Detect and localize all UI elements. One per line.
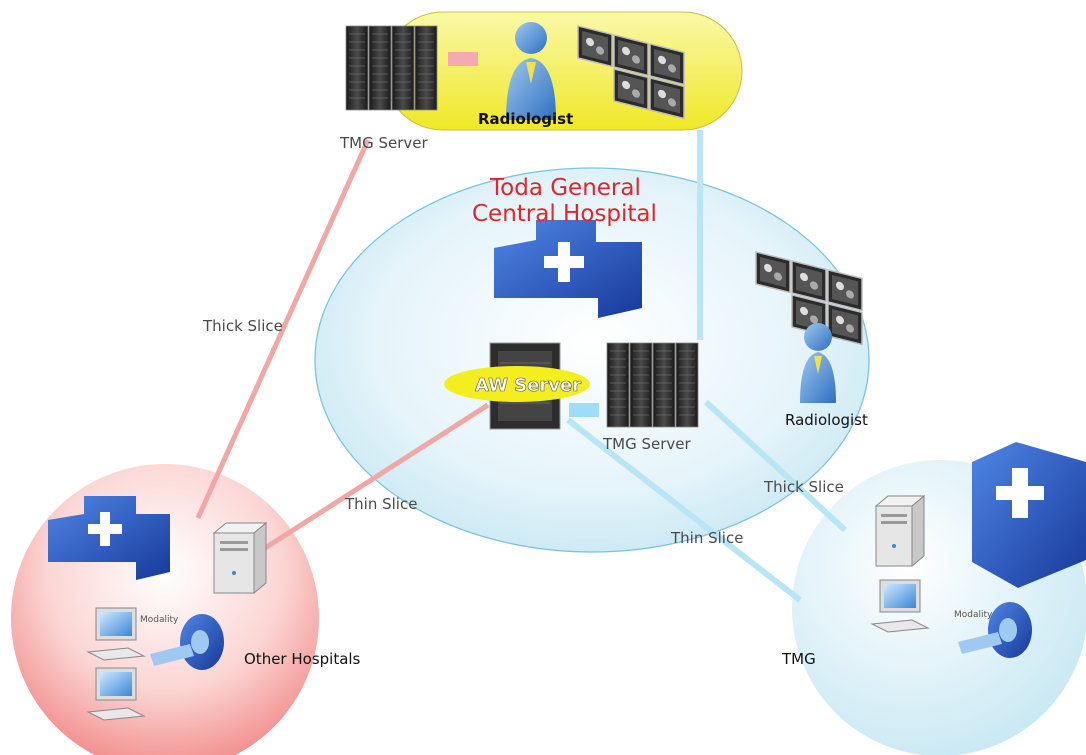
tmg-server-center-label: TMG Server [602, 435, 692, 453]
link-connector-blue [569, 403, 599, 417]
hospital-icon [494, 220, 642, 318]
thick-slice-link-right [703, 399, 848, 533]
title-line-1: Toda General [489, 175, 641, 201]
thin-slice-link-left [260, 402, 490, 553]
mri-scanner-icon [150, 614, 224, 670]
thick-slice-link-left [195, 138, 371, 520]
central-hospital-title: Toda General Central Hospital [472, 175, 657, 227]
other-hospitals-label: Other Hospitals [244, 650, 361, 668]
radiologist-right-label: Radiologist [785, 411, 868, 429]
modality-left-label: Modality [140, 615, 179, 625]
thin-slice-left-label: Thin Slice [344, 495, 417, 513]
doctor-icon [506, 22, 556, 120]
central-hospital-zone [314, 167, 870, 553]
thin-slice-right-label: Thin Slice [670, 529, 743, 547]
radiologist-top-label: Radiologist [478, 110, 573, 128]
desktop-pc-icon [86, 607, 146, 661]
aw-server-badge [444, 366, 590, 402]
hospital-icon [48, 496, 170, 580]
other-hospitals-zone [11, 464, 319, 755]
modality-right-label: Modality [954, 610, 993, 620]
tower-pc-icon [212, 521, 268, 595]
thick-slice-left-label: Thick Slice [202, 317, 283, 335]
thin-slice-link-right [566, 417, 802, 603]
tmg-label: TMG [781, 650, 816, 668]
link-connector-red [448, 52, 478, 66]
desktop-pc-icon [870, 579, 930, 633]
aw-server-label: AW Server [475, 375, 581, 396]
desktop-pc-icon [86, 667, 146, 721]
thick-slice-right-label: Thick Slice [763, 478, 844, 496]
mri-scanner-icon [958, 602, 1032, 658]
title-line-2: Central Hospital [472, 201, 657, 227]
tower-pc-icon [874, 494, 926, 568]
hospital-icon [972, 442, 1086, 588]
tmg-server-top-label: TMG Server [339, 134, 429, 152]
doctor-icon [800, 323, 836, 403]
